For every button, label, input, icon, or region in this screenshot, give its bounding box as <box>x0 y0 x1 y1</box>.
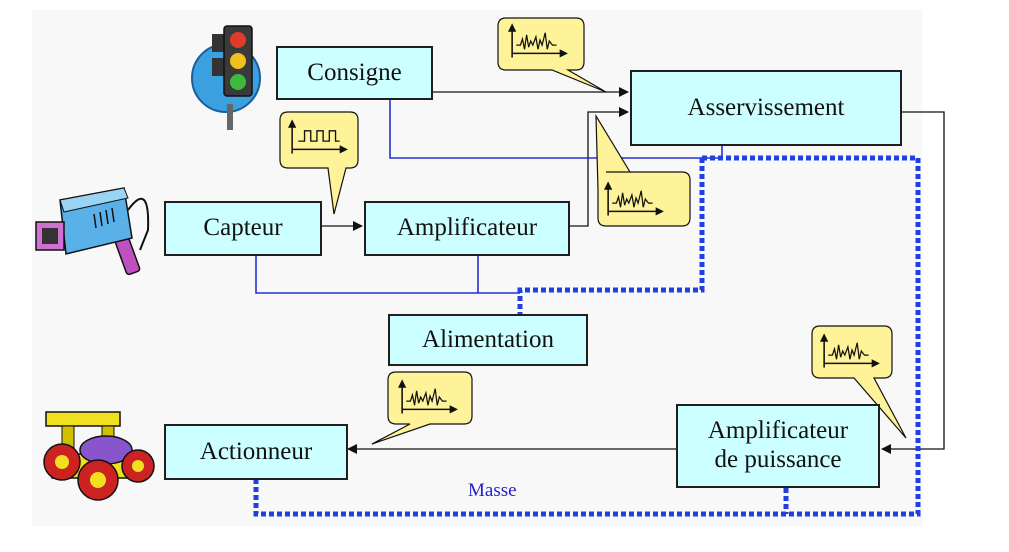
block-alimentation: Alimentation <box>388 314 588 366</box>
masse-label: Masse <box>468 480 517 501</box>
traffic-light-icon <box>191 25 261 130</box>
toy-car-icon <box>43 411 155 501</box>
block-amplificateur: Amplificateur <box>364 201 570 256</box>
ampli-puissance-line1: Amplificateur <box>707 417 849 445</box>
block-asservissement: Asservissement <box>630 70 902 146</box>
supply-wires <box>255 100 723 294</box>
block-capteur: Capteur <box>164 201 322 256</box>
signal-callout-asservissement-output <box>811 325 907 439</box>
block-consigne: Consigne <box>276 46 433 100</box>
security-camera-icon <box>35 187 150 276</box>
signal-wires <box>322 87 945 454</box>
signal-callout-consigne <box>497 17 607 93</box>
block-actionneur: Actionneur <box>164 424 348 480</box>
signal-callout-amplificateur <box>595 113 691 227</box>
signal-callout-actionneur <box>371 371 473 445</box>
ampli-puissance-line2: de puissance <box>714 446 842 473</box>
masse-ground-wires <box>253 155 921 517</box>
signal-callout-capteur <box>279 111 359 215</box>
block-amplificateur-de-puissance: Amplificateur de puissance <box>676 404 880 488</box>
